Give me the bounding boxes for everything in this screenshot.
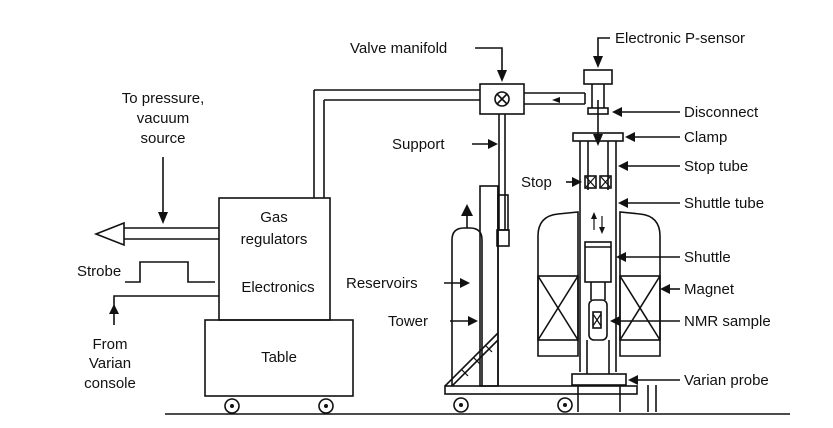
valve-manifold (479, 83, 525, 115)
strobe-pulse (125, 261, 215, 283)
shuttle (584, 241, 612, 300)
label-varian-probe: Varian probe (684, 372, 769, 389)
label-table: Table (261, 349, 297, 366)
shuttle-tube (579, 141, 617, 372)
electronic-p-sensor (583, 69, 613, 108)
label-from-3: console (84, 375, 136, 392)
label-gas-2: regulators (241, 231, 308, 248)
magnet-left (537, 211, 579, 357)
label-p-sensor: Electronic P-sensor (615, 30, 745, 47)
label-to-pressure-2: vacuum (137, 110, 190, 127)
label-electronics: Electronics (241, 279, 314, 296)
label-stop-tube: Stop tube (684, 158, 748, 175)
tower (444, 185, 499, 387)
label-shuttle: Shuttle (684, 249, 731, 266)
nmr-sample (588, 299, 608, 341)
stop (584, 175, 612, 189)
console-signal-line (113, 295, 219, 325)
label-tower: Tower (388, 313, 428, 330)
label-magnet: Magnet (684, 281, 735, 298)
gas-regulators-electronics-box (218, 197, 331, 321)
table-cart (204, 319, 354, 414)
label-strobe: Strobe (77, 263, 121, 280)
instrument-base (444, 385, 638, 413)
label-valve-manifold: Valve manifold (350, 40, 447, 57)
label-disconnect: Disconnect (684, 104, 759, 121)
label-reservoirs: Reservoirs (346, 275, 418, 292)
label-shuttle-tube: Shuttle tube (684, 195, 764, 212)
magnet-right (619, 211, 661, 357)
vacuum-line-arrow (93, 221, 219, 247)
label-support: Support (392, 136, 445, 153)
label-clamp: Clamp (684, 129, 727, 146)
label-gas-1: Gas (260, 209, 288, 226)
label-nmr-sample: NMR sample (684, 313, 771, 330)
label-stop: Stop (521, 174, 552, 191)
reservoir-cylinder (451, 204, 483, 386)
label-to-pressure-1: To pressure, (122, 90, 205, 107)
manifold-to-tube-line (524, 92, 586, 105)
motion-arrows (591, 212, 605, 234)
stop-tube (587, 141, 609, 190)
label-from-1: From (93, 336, 128, 353)
label-from-2: Varian (89, 355, 131, 372)
varian-probe (571, 340, 657, 412)
gas-line (313, 89, 480, 198)
label-to-pressure-3: source (140, 130, 185, 147)
